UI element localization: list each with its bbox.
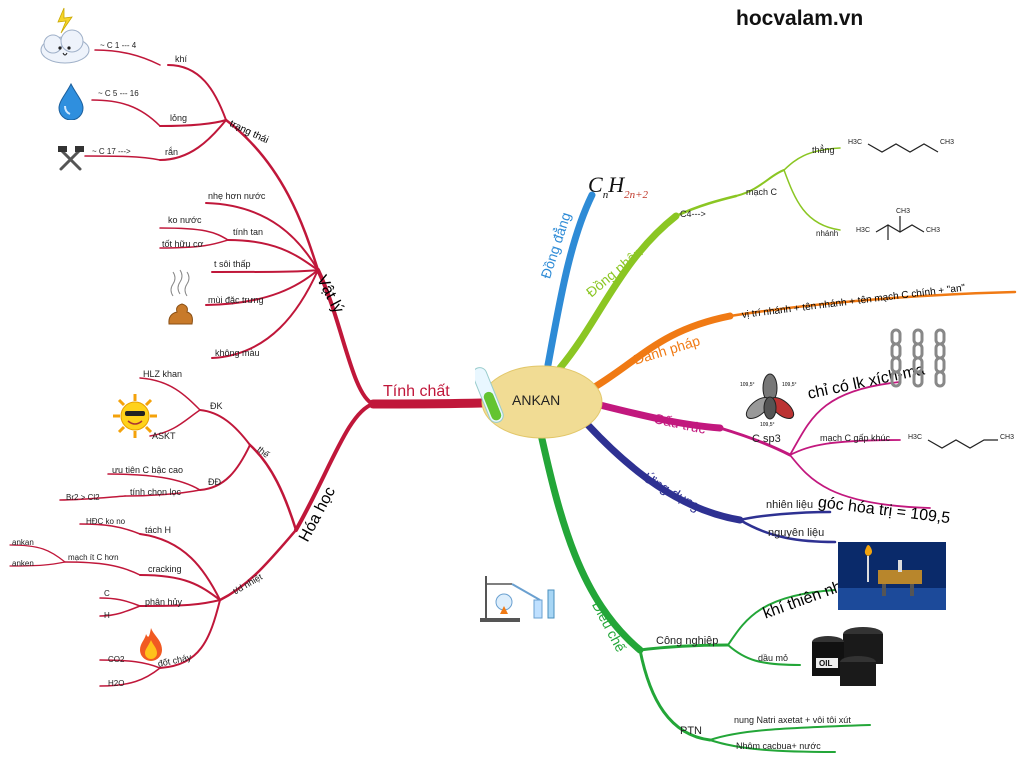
label-h2o[interactable]: H2O xyxy=(108,679,125,688)
label-co2[interactable]: CO2 xyxy=(108,655,125,664)
label-hdc-ko-no[interactable]: HĐC ko no xyxy=(86,517,126,526)
label-nhanh[interactable]: nhánh xyxy=(816,229,839,238)
label-mui-dac-trung[interactable]: mùi đặc trưng xyxy=(208,295,264,305)
branch-danh-phap xyxy=(589,312,734,392)
label-ch3-2: CH3 xyxy=(896,208,911,215)
label-h3c-3: H3C xyxy=(908,434,923,441)
angle-label-2: 109,5° xyxy=(782,382,797,388)
label-tinh-chat[interactable]: Tính chất xyxy=(383,383,450,400)
branch-the xyxy=(248,443,298,532)
label-phan-huy[interactable]: phân hủy xyxy=(145,597,183,607)
offshore-rig-image xyxy=(838,542,946,610)
label-h3c-2: H3C xyxy=(856,227,871,234)
branch-hoa-hoc xyxy=(294,402,375,532)
note-khi: ~ C 1 --- 4 xyxy=(100,41,137,50)
label-mach-it-c[interactable]: mạch ít C hơn xyxy=(68,553,119,562)
label-gap-khuc[interactable]: mạch C gấp khúc xyxy=(820,433,891,443)
label-br2-cl2[interactable]: Br2 > Cl2 xyxy=(66,493,100,502)
label-hlz-khan[interactable]: HLZ khan xyxy=(143,369,183,379)
label-dk[interactable]: ĐK xyxy=(210,401,223,411)
label-ch3-4: CH3 xyxy=(1000,434,1015,441)
linear-chain-dong-phan xyxy=(867,143,939,153)
label-ch3-3: CH3 xyxy=(926,227,941,234)
branch-trang-thai xyxy=(224,118,320,272)
label-c-sp3[interactable]: C sp3 xyxy=(752,433,781,445)
label-h[interactable]: H xyxy=(104,611,110,620)
label-nguyen-lieu[interactable]: nguyên liệu xyxy=(768,527,825,539)
label-mach-c[interactable]: mạch C xyxy=(746,187,778,197)
label-h3c-1: H3C xyxy=(848,139,863,146)
label-ptn[interactable]: PTN xyxy=(680,725,702,737)
label-uu-tien[interactable]: ưu tiên C bậc cao xyxy=(112,465,184,475)
branch-ung-dung xyxy=(584,421,744,524)
branch-cau-truc xyxy=(596,401,724,432)
label-tinh-tan[interactable]: tính tan xyxy=(233,227,264,237)
label-tot-huu-co[interactable]: tốt hữu cơ xyxy=(162,239,204,249)
label-long[interactable]: lỏng xyxy=(170,113,188,123)
oil-barrels-image: OIL xyxy=(812,627,883,686)
cloud-icon xyxy=(40,7,90,64)
tools-icon xyxy=(58,146,84,171)
note-long: ~ C 5 --- 16 xyxy=(98,89,139,98)
label-ch3-1: CH3 xyxy=(940,139,955,146)
lab-apparatus-icon xyxy=(480,576,555,622)
label-thang[interactable]: thẳng xyxy=(812,145,835,155)
branch-dong-phan xyxy=(556,212,680,372)
sp3-orbital-icon: 109,5° 109,5° 109,5° xyxy=(740,373,797,428)
label-anken[interactable]: anken xyxy=(12,559,34,568)
label-t-soi-thap[interactable]: t sôi thấp xyxy=(214,259,251,269)
angle-label-1: 109,5° xyxy=(740,382,755,388)
label-nhien-lieu[interactable]: nhiên liệu xyxy=(766,499,814,511)
chains-icon xyxy=(890,328,946,388)
general-formula: CnH2n+2 xyxy=(588,172,649,201)
label-askt[interactable]: ASKT xyxy=(152,431,176,441)
label-c[interactable]: C xyxy=(104,589,110,598)
branch-tinh-chat xyxy=(368,398,487,409)
label-c4[interactable]: C4---> xyxy=(680,209,706,219)
center-node[interactable] xyxy=(475,362,605,442)
fire-icon xyxy=(140,628,162,661)
label-tinh-chon-loc[interactable]: tính chọn lọc xyxy=(130,487,182,497)
label-ankan[interactable]: ankan xyxy=(12,538,34,547)
label-nung-natri-axetat[interactable]: nung Natri axetat + vôi tôi xút xyxy=(734,715,851,725)
note-ran: ~ C 17 ---> xyxy=(92,147,131,156)
label-dau-mo[interactable]: dầu mỏ xyxy=(758,653,789,663)
oil-label: OIL xyxy=(819,659,832,668)
smell-icon xyxy=(168,269,193,325)
branch-tinh-tan xyxy=(227,239,319,271)
test-tube-icon xyxy=(475,367,504,423)
center-label: ANKAN xyxy=(512,392,561,408)
branch-dieu-che xyxy=(536,426,644,654)
water-drop-icon xyxy=(58,82,84,120)
branch-td-nhiet xyxy=(218,528,298,602)
branch-vat-ly xyxy=(316,268,375,406)
linear-chain-cau-truc xyxy=(927,439,998,449)
label-dd[interactable]: ĐĐ xyxy=(208,477,221,487)
sun-icon xyxy=(113,394,157,438)
label-nhom-cacbua[interactable]: Nhôm cacbua+ nước xyxy=(736,741,821,751)
label-khong-mau[interactable]: không màu xyxy=(215,348,260,358)
branch-dong-dang xyxy=(544,191,596,369)
label-ran[interactable]: rắn xyxy=(165,147,179,157)
label-cracking[interactable]: cracking xyxy=(148,564,182,574)
label-ko-nuoc[interactable]: ko nước xyxy=(168,215,202,225)
label-nhe-hon-nuoc[interactable]: nhẹ hơn nước xyxy=(208,191,266,201)
label-cong-nghiep[interactable]: Công nghiệp xyxy=(656,635,719,647)
label-khi[interactable]: khí xyxy=(175,54,188,64)
brand-watermark[interactable]: hocvalam.vn xyxy=(736,7,864,30)
label-tach-h[interactable]: tách H xyxy=(145,525,172,535)
angle-label-3: 109,5° xyxy=(760,422,775,428)
